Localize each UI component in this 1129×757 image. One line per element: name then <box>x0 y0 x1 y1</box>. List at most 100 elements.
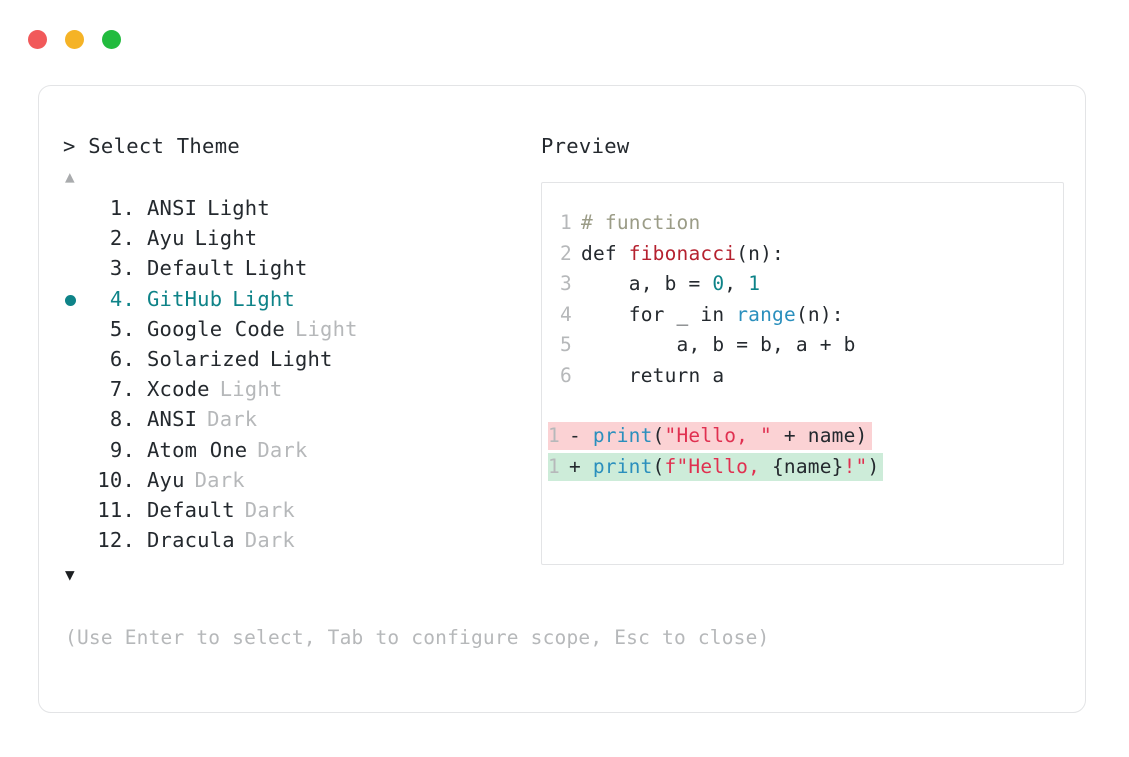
theme-item-name: Ayu <box>147 467 185 492</box>
line-number: 2 <box>560 241 572 265</box>
code-line: 4 for _ in range(n): <box>542 303 1063 334</box>
line-number: 1 <box>548 454 560 478</box>
theme-list-item[interactable]: 5. Google Code Light <box>63 317 533 347</box>
theme-list-item[interactable]: 6. Solarized Light <box>63 347 533 377</box>
code-token: 1 <box>748 272 761 295</box>
code-token: {name} <box>771 454 844 478</box>
theme-item-name: Solarized <box>147 346 260 371</box>
code-token: ( <box>652 424 665 447</box>
selection-dot-icon <box>65 294 76 306</box>
code-token: ) <box>867 454 880 478</box>
theme-item-index: 12. <box>97 528 135 553</box>
theme-item-index: 5. <box>109 316 135 341</box>
preview-label: Preview <box>541 134 630 158</box>
minimize-window-button[interactable] <box>65 30 84 49</box>
theme-item-name: Atom One <box>147 437 248 462</box>
code-line: 3 a, b = 0, 1 <box>542 272 1063 303</box>
line-number: 5 <box>560 333 572 356</box>
theme-item-index: 7. <box>109 377 135 402</box>
theme-item-name: ANSI <box>147 407 198 432</box>
theme-list-item[interactable]: 8. ANSI Dark <box>63 407 533 437</box>
theme-item-variant: Dark <box>244 528 295 553</box>
code-token: for _ in <box>581 302 737 326</box>
theme-item-variant: Dark <box>194 467 245 492</box>
theme-item-variant: Light <box>294 316 358 341</box>
code-token: def <box>581 241 629 265</box>
scroll-up-icon[interactable]: ▲ <box>65 167 75 186</box>
prompt-title: > Select Theme <box>63 134 240 158</box>
line-number: 3 <box>560 272 572 295</box>
theme-item-variant: Light <box>219 377 283 402</box>
theme-item-variant: Light <box>244 256 308 281</box>
code-line-text: for _ in range(n): <box>581 303 844 326</box>
theme-item-name: Default <box>147 256 235 281</box>
theme-item-index: 2. <box>109 226 135 251</box>
theme-item-name: Ayu <box>147 226 185 251</box>
theme-list-item[interactable]: 12. Dracula Dark <box>63 528 533 558</box>
theme-item-index: 6. <box>109 346 135 371</box>
code-line-text: print(f"Hello, {name}!") <box>593 455 883 478</box>
theme-item-index: 9. <box>109 437 135 462</box>
code-line-text: def fibonacci(n): <box>581 242 784 265</box>
code-token: fibonacci <box>628 241 737 265</box>
theme-list-item[interactable]: 9. Atom One Dark <box>63 438 533 468</box>
code-spacer <box>542 394 1063 422</box>
theme-item-variant: Dark <box>207 407 258 432</box>
theme-item-variant: Light <box>194 226 258 251</box>
code-line: 6 return a <box>542 364 1063 395</box>
line-number: 4 <box>560 302 572 326</box>
theme-item-name: Google Code <box>147 316 285 341</box>
code-token: a, b = <box>581 272 713 295</box>
code-token: range <box>736 302 796 326</box>
theme-list-item[interactable]: 2. Ayu Light <box>63 226 533 256</box>
code-line: 1 # function <box>542 211 1063 242</box>
window-traffic-lights <box>28 30 121 49</box>
code-token: !" <box>843 454 868 478</box>
zoom-window-button[interactable] <box>102 30 121 49</box>
theme-item-variant: Light <box>269 346 333 371</box>
code-line: 2 def fibonacci(n): <box>542 242 1063 273</box>
code-token: a, b = b, a + b <box>581 333 856 356</box>
code-line: 5 a, b = b, a + b <box>542 333 1063 364</box>
theme-item-variant: Light <box>232 286 295 311</box>
theme-item-name: Dracula <box>147 528 235 553</box>
diff-line-plus: 1 + print(f"Hello, {name}!") <box>542 452 1063 484</box>
line-number: 1 <box>560 211 572 234</box>
code-token: (n): <box>736 241 784 265</box>
theme-item-name: GitHub <box>147 286 223 311</box>
theme-item-variant: Light <box>207 196 270 220</box>
diff-sign: - <box>568 424 593 447</box>
code-token: , <box>724 272 749 295</box>
diff-line-minus: 1- print("Hello, " + name) <box>542 422 1063 453</box>
diff-highlight: 1- print("Hello, " + name) <box>548 422 872 450</box>
code-token: # function <box>581 211 701 234</box>
theme-item-variant: Dark <box>244 497 295 522</box>
theme-item-name: Default <box>147 497 235 522</box>
theme-item-name: Xcode <box>147 377 210 402</box>
theme-item-index: 8. <box>109 407 135 432</box>
code-token: print <box>592 454 653 478</box>
close-window-button[interactable] <box>28 30 47 49</box>
theme-list-item[interactable]: 7. Xcode Light <box>63 377 533 407</box>
code-token: ( <box>652 454 665 478</box>
code-token: print <box>592 424 653 447</box>
theme-item-index: 3. <box>109 256 135 281</box>
code-token: 0 <box>712 272 725 295</box>
theme-list-item[interactable]: 3. Default Light <box>63 256 533 286</box>
diff-sign: + <box>568 454 593 478</box>
theme-item-index: 4. <box>109 286 135 311</box>
theme-list-item[interactable]: 4. GitHub Light <box>63 287 533 317</box>
code-token: "Hello, " <box>664 424 772 447</box>
code-token: (n): <box>795 302 844 326</box>
theme-item-variant: Dark <box>257 437 308 462</box>
theme-item-name: ANSI <box>147 196 198 220</box>
scroll-down-icon[interactable]: ▼ <box>65 565 75 585</box>
